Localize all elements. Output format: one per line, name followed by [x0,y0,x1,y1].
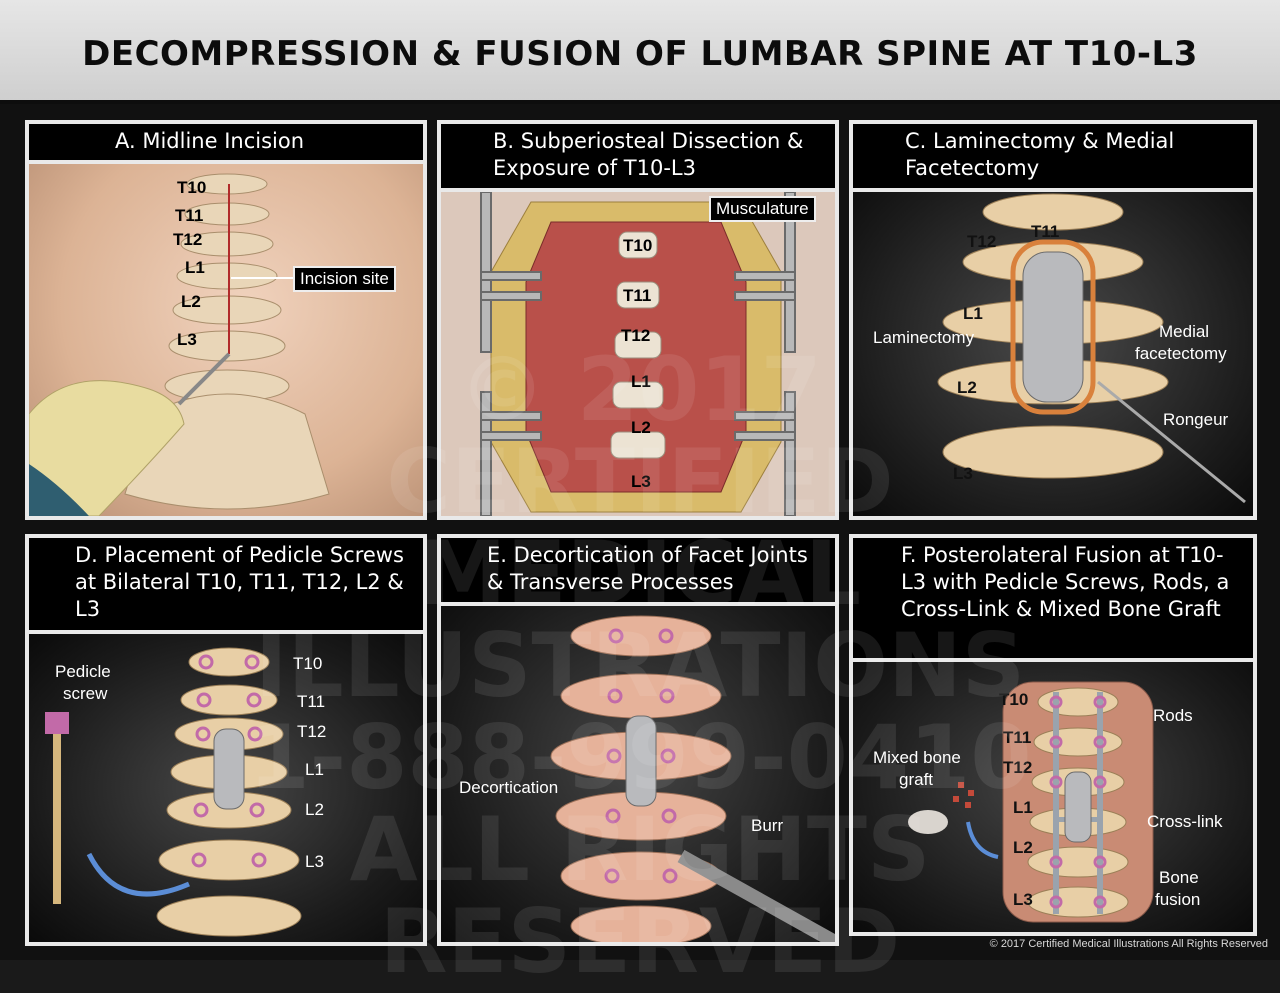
incision-site-label: Incision site [293,266,396,292]
surgical-field [480,192,796,516]
panel-f-illustration: T10 T11 T12 L1 L2 L3 Rods Mixed bone gra… [853,662,1253,932]
screw-label: screw [63,684,108,703]
panel-f-title: F. Posterolateral Fusion at T10-L3 with … [853,538,1253,662]
level-label: T10 [999,690,1029,709]
panel-d: D. Placement of Pedicle Screws at Bilate… [25,534,427,946]
panel-a-illustration: T10 T11 T12 L1 L2 L3 Incision site [29,164,423,516]
level-label: T12 [297,722,327,741]
panel-b-title: B. Subperiosteal Dissection & Exposure o… [441,124,835,192]
medial-label: Medial [1159,322,1210,341]
panel-a: A. Midline Incision T10 T11 T12 L1 L2 [25,120,427,520]
rongeur-label: Rongeur [1163,410,1229,429]
panel-a-title: A. Midline Incision [29,124,423,164]
level-label: L2 [181,292,201,311]
panel-c-title: C. Laminectomy & Medial Facetectomy [853,124,1253,192]
level-label: L3 [631,472,651,491]
level-label: T12 [1003,758,1033,777]
level-label: T10 [293,654,323,673]
fusion-illustration [908,681,1154,923]
panel-c-illustration: T11 T12 L1 L2 L3 Laminectomy Medial face… [853,192,1253,516]
level-label: T11 [1003,728,1032,747]
level-label: T12 [173,230,203,249]
level-label: T12 [621,326,651,345]
pedicle-screw-illustration [45,647,302,937]
back-illustration [29,173,330,516]
panel-grid: A. Midline Incision T10 T11 T12 L1 L2 [0,104,1280,988]
level-label: L2 [631,418,651,437]
level-label: T11 [623,286,652,305]
level-label: L3 [953,464,973,483]
pedicle-label: Pedicle [55,662,111,681]
level-label: L2 [1013,838,1033,857]
level-label: L1 [305,760,324,779]
level-label: L2 [305,800,324,819]
panel-f: F. Posterolateral Fusion at T10-L3 with … [849,534,1257,936]
crosslink-label: Cross-link [1147,812,1223,831]
panel-e-illustration: Decortication Burr [441,606,835,942]
laminectomy-illustration [937,193,1246,504]
level-label: L3 [305,852,324,871]
panel-b: B. Subperiosteal Dissection & Exposure o… [437,120,839,520]
mixed-bone-label: Mixed bone [873,748,961,767]
page-title: DECOMPRESSION & FUSION OF LUMBAR SPINE A… [82,34,1198,74]
graft-label: graft [899,770,934,789]
facetectomy-label: facetectomy [1135,344,1227,363]
level-label: L1 [631,372,651,391]
fusion-label: fusion [1155,890,1201,909]
bone-label: Bone [1159,868,1199,887]
musculature-label: Musculature [709,196,816,222]
level-label: L1 [963,304,983,323]
decortication-label: Decortication [459,778,559,797]
level-label: L1 [185,258,205,277]
title-bar: DECOMPRESSION & FUSION OF LUMBAR SPINE A… [0,0,1280,104]
decortication-illustration [550,615,835,942]
level-label: T10 [177,178,207,197]
level-label: T12 [967,232,997,251]
panel-d-illustration: Pedicle screw T10 T11 T12 L1 L2 L3 [29,634,423,942]
panel-c: C. Laminectomy & Medial Facetectomy T11 … [849,120,1257,520]
panel-e-title: E. Decortication of Facet Joints & Trans… [441,538,835,606]
rods-label: Rods [1153,706,1193,725]
level-label: T11 [1031,222,1060,241]
level-label: T11 [297,692,326,711]
burr-label: Burr [751,816,784,835]
panel-e: E. Decortication of Facet Joints & Trans… [437,534,839,946]
laminectomy-label: Laminectomy [873,328,975,347]
level-label: L1 [1013,798,1033,817]
level-label: L2 [957,378,977,397]
panel-b-illustration: T10 T11 T12 L1 L2 L3 Musculature [441,192,835,516]
copyright-footer: © 2017 Certified Medical Illustrations A… [989,938,1268,950]
level-label: L3 [177,330,197,349]
leader-line [231,277,293,279]
level-label: T10 [623,236,653,255]
panel-d-title: D. Placement of Pedicle Screws at Bilate… [29,538,423,634]
level-label: T11 [175,206,204,225]
level-label: L3 [1013,890,1033,909]
